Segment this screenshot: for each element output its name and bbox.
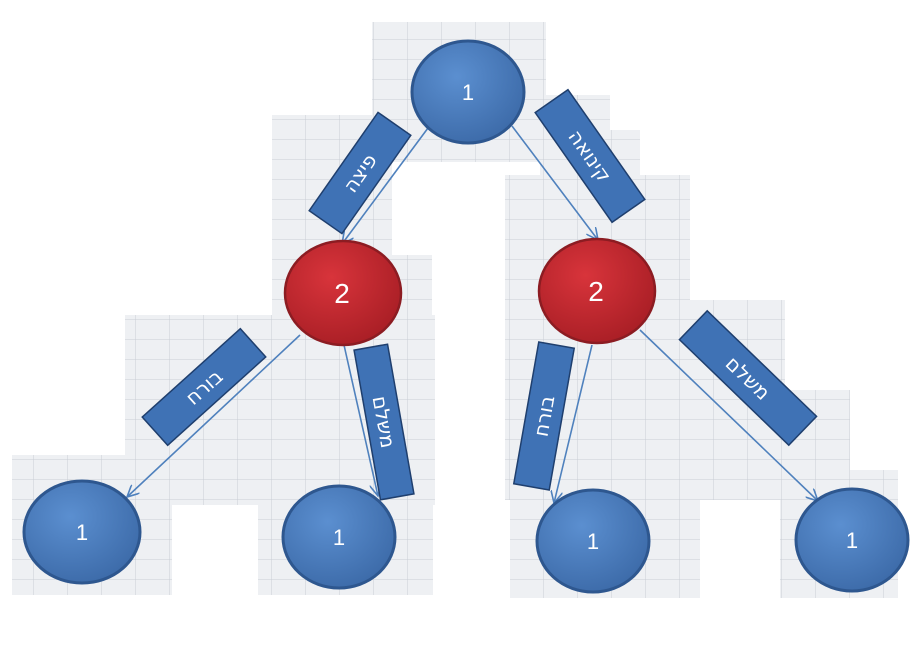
edge-root-mid-right	[511, 125, 598, 240]
edge-mid-left-leaf-1	[127, 334, 301, 497]
edge-mid-left-leaf-2	[343, 344, 378, 496]
edge-root-mid-left	[342, 127, 429, 244]
node-leaf-2: 1	[281, 484, 397, 590]
edge-label-flees-right: בורח	[512, 341, 576, 491]
edge-mid-right-leaf-4	[639, 329, 818, 501]
node-leaf-4: 1	[794, 487, 910, 593]
edge-label-pays-left: משלם	[353, 343, 415, 501]
edge-mid-right-leaf-3	[554, 344, 593, 503]
node-leaf-1: 1	[22, 479, 142, 585]
node-label: 2	[588, 276, 604, 307]
node-leaf-3: 1	[535, 488, 651, 594]
node-label: 1	[846, 528, 858, 553]
node-mid-right: 2	[537, 237, 657, 345]
node-label: 1	[462, 80, 474, 105]
node-label: 2	[334, 278, 350, 309]
node-label: 1	[587, 529, 599, 554]
edges	[127, 125, 818, 503]
node-label: 1	[76, 520, 88, 545]
node-mid-left: 2	[283, 239, 403, 347]
node-root: 1	[410, 39, 526, 145]
node-label: 1	[333, 525, 345, 550]
